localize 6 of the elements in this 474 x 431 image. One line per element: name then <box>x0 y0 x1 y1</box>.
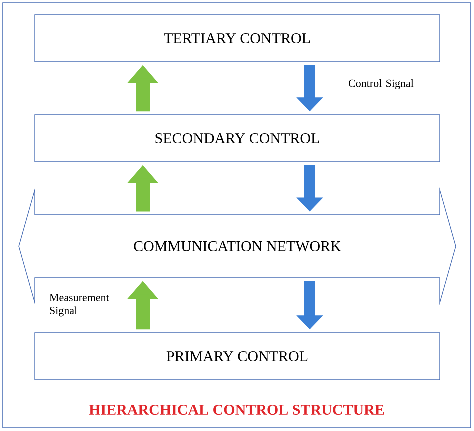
edge-label: Measurement Signal <box>50 294 110 317</box>
control-box: PRIMARY CONTROL <box>34 332 440 380</box>
edge-label: Control Signal <box>348 80 414 90</box>
control-box: TERTIARY CONTROL <box>34 14 440 62</box>
control-box: SECONDARY CONTROL <box>34 114 440 162</box>
title: HIERARCHICAL CONTROL STRUCTURE <box>89 404 384 416</box>
